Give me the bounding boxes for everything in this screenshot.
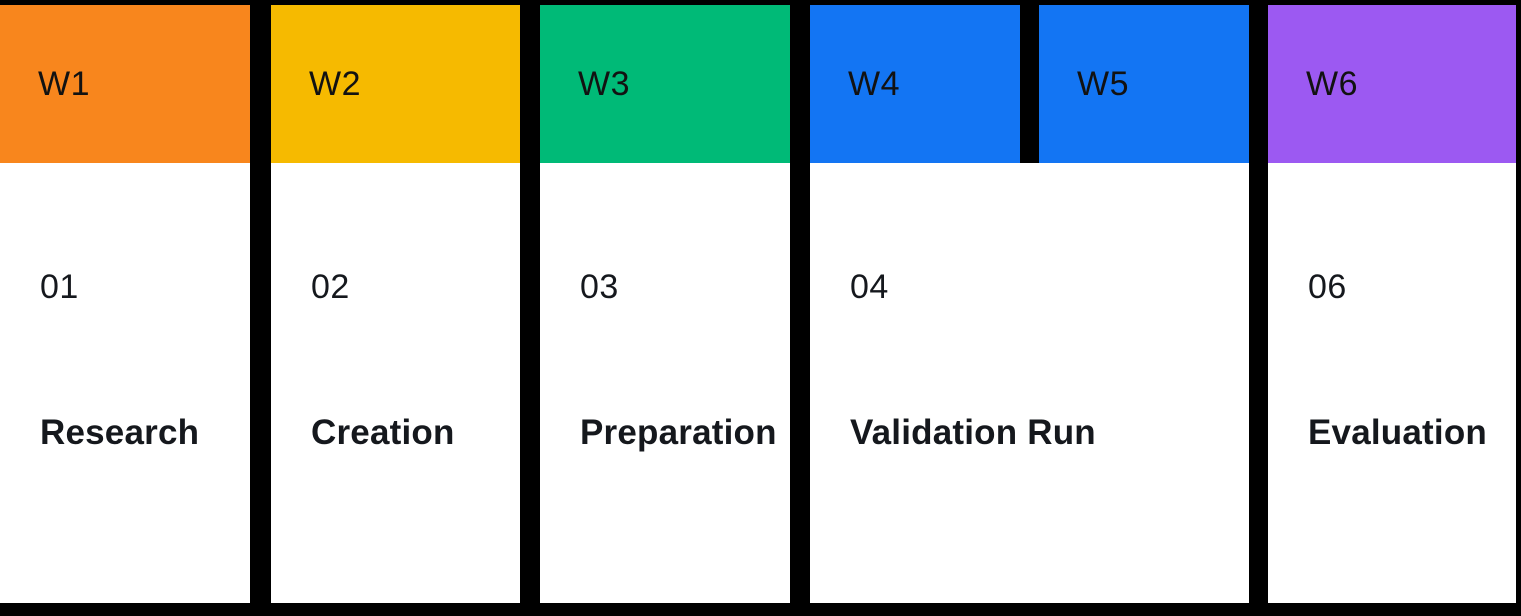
phase-label: Creation <box>311 413 455 452</box>
week-header-w4: W4 <box>810 5 1020 163</box>
phase-card-validation-run: 04 Validation Run <box>810 163 1249 603</box>
week-header-w1: W1 <box>0 5 250 163</box>
phase-number: 03 <box>580 268 619 306</box>
phase-number: 06 <box>1308 268 1347 306</box>
phase-label: Research <box>40 413 200 452</box>
phase-card-research: 01 Research <box>0 163 250 603</box>
week-header-label: W3 <box>578 64 630 103</box>
phase-number: 01 <box>40 268 79 306</box>
phase-label: Validation Run <box>850 413 1096 452</box>
phase-card-creation: 02 Creation <box>271 163 520 603</box>
week-header-w6: W6 <box>1268 5 1516 163</box>
phase-card-preparation: 03 Preparation <box>540 163 790 603</box>
week-header-label: W2 <box>309 64 361 103</box>
phase-number: 02 <box>311 268 350 306</box>
week-header-label: W6 <box>1306 64 1358 103</box>
phase-number: 04 <box>850 268 889 306</box>
week-header-label: W5 <box>1077 64 1129 103</box>
week-header-w2: W2 <box>271 5 520 163</box>
week-header-w5: W5 <box>1039 5 1249 163</box>
phase-label: Preparation <box>580 413 777 452</box>
phase-card-evaluation: 06 Evaluation <box>1268 163 1516 603</box>
week-header-label: W4 <box>848 64 900 103</box>
phase-label: Evaluation <box>1308 413 1487 452</box>
week-header-label: W1 <box>38 64 90 103</box>
week-header-w3: W3 <box>540 5 790 163</box>
